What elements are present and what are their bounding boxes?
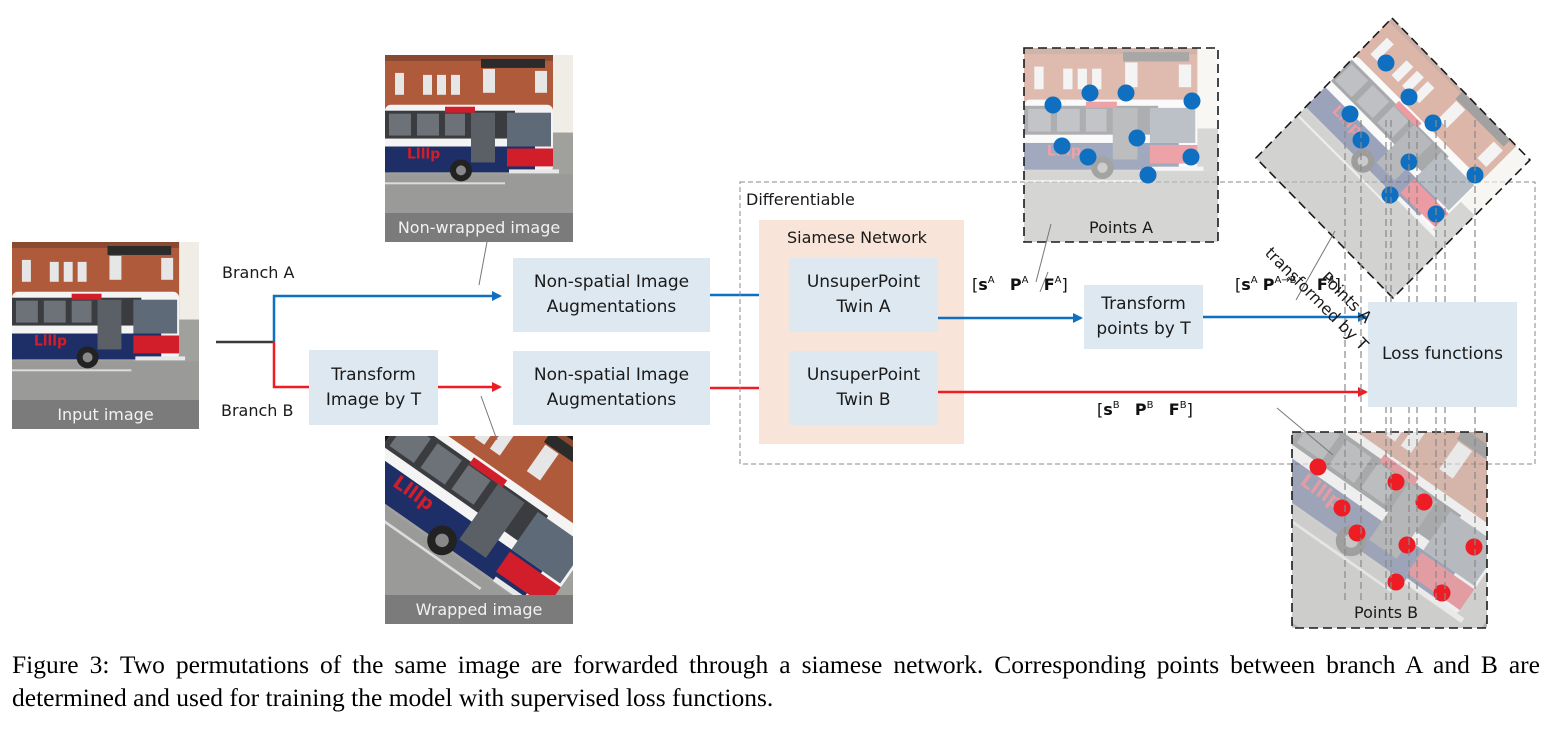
- input-image-caption-bar: Input image: [12, 400, 199, 429]
- points-a-panel: [1023, 47, 1219, 243]
- points-a-label: Points A: [1089, 218, 1154, 237]
- differentiable-label: Differentiable: [746, 190, 855, 209]
- points-b-panel: [1291, 431, 1488, 629]
- twin-b-box: UnsuperPoint Twin B: [789, 351, 938, 425]
- point-b-9: [1433, 584, 1451, 602]
- vec-a-s: s: [978, 275, 988, 294]
- transform-image-box: Transform Image by T: [309, 350, 438, 425]
- vec-at-f-sup: A: [1327, 275, 1335, 286]
- vec-a-p: P: [1009, 275, 1022, 294]
- vec-b-f-sup: B: [1179, 400, 1187, 411]
- vec-at-s-sup: A: [1250, 275, 1258, 286]
- input-image-caption: Input image: [12, 400, 199, 429]
- leader-vec-a: [1039, 271, 1049, 293]
- point-b-3: [1333, 499, 1351, 517]
- leader-points-a: [1035, 223, 1052, 283]
- output-vector-a: [sA PA FA]: [972, 275, 1068, 294]
- twin-b-label: UnsuperPoint Twin B: [806, 365, 921, 410]
- vec-at-f: F: [1316, 275, 1328, 294]
- branch-a-label: Branch A: [222, 263, 295, 282]
- point-b-5: [1415, 493, 1433, 511]
- output-vector-b: [sB PB FB]: [1097, 400, 1193, 419]
- point-a-transformed-4: [1424, 114, 1442, 132]
- leader-points-a-transformed: [1295, 230, 1336, 301]
- vec-at-p: P: [1262, 275, 1275, 294]
- vec-at-p-sup: A→B: [1274, 275, 1297, 286]
- differentiable-region: [739, 181, 1536, 465]
- leader-wrapped: [480, 395, 498, 441]
- point-a-5: [1053, 137, 1071, 155]
- wrapped-caption-bar: Wrapped image: [385, 595, 573, 624]
- point-a-transformed-5: [1352, 131, 1370, 149]
- point-a-9: [1139, 166, 1157, 184]
- branch-a-line: [272, 291, 502, 342]
- point-b-1: [1309, 458, 1327, 476]
- loss-functions-box: Loss functions: [1368, 302, 1517, 407]
- point-a-3: [1117, 84, 1135, 102]
- vec-a-s-sup: A: [987, 275, 995, 286]
- vec-a-p-sup: A: [1021, 275, 1029, 286]
- points-b-label: Points B: [1354, 603, 1419, 622]
- transform-points-box: Transform points by T: [1084, 285, 1203, 349]
- point-a-8: [1182, 148, 1200, 166]
- point-a-6: [1079, 148, 1097, 166]
- vec-b-s: s: [1103, 400, 1113, 419]
- transform-image-label: Transform Image by T: [325, 364, 422, 410]
- augmentation-b-box: Non-spatial Image Augmentations: [513, 351, 710, 425]
- vec-b-p: P: [1134, 400, 1147, 419]
- augmentation-a-box: Non-spatial Image Augmentations: [513, 258, 710, 332]
- vec-a-f-sup: A: [1054, 275, 1062, 286]
- point-a-4: [1183, 92, 1201, 110]
- non-wrapped-caption-bar: Non-wrapped image: [385, 213, 573, 242]
- loss-functions-label: Loss functions: [1382, 344, 1503, 364]
- point-b-7: [1465, 538, 1483, 556]
- output-vector-a-transformed: [sA PA→B FA]: [1235, 275, 1341, 294]
- point-b-6: [1398, 536, 1416, 554]
- wrapped-image-caption: Wrapped image: [385, 595, 573, 624]
- diagram-canvas: Llllp: [12, 16, 1536, 629]
- wrapped-image: [385, 436, 573, 624]
- point-b-4: [1387, 473, 1405, 491]
- leader-points-b: [1276, 407, 1334, 456]
- twin-a-box: UnsuperPoint Twin A: [789, 258, 938, 332]
- point-a-1: [1044, 96, 1062, 114]
- point-a-transformed-1: [1377, 54, 1395, 72]
- correspondence-lines: [1344, 120, 1476, 600]
- point-a-transformed-8: [1381, 186, 1399, 204]
- twin-a-label: UnsuperPoint Twin A: [806, 272, 921, 317]
- vec-b-s-sup: B: [1112, 400, 1120, 411]
- point-a-transformed-6: [1400, 153, 1418, 171]
- branch-b-label: Branch B: [221, 401, 294, 420]
- vec-a-f: F: [1043, 275, 1055, 294]
- point-b-8: [1387, 573, 1405, 591]
- vec-b-p-sup: B: [1146, 400, 1154, 411]
- point-b-2: [1348, 524, 1366, 542]
- vec-at-s: s: [1241, 275, 1251, 294]
- point-a-transformed-2: [1400, 88, 1418, 106]
- augmentation-b-label: Non-spatial Image Augmentations: [533, 365, 690, 410]
- augmentation-a-label: Non-spatial Image Augmentations: [533, 272, 690, 317]
- point-a-7: [1128, 129, 1146, 147]
- vec-b-f: F: [1168, 400, 1180, 419]
- branch-b-line: [272, 342, 309, 389]
- non-wrapped-image-caption: Non-wrapped image: [385, 213, 573, 242]
- point-a-transformed-3: [1341, 105, 1359, 123]
- point-a-2: [1081, 84, 1099, 102]
- figure-caption: Figure 3: Two permutations of the same i…: [12, 650, 1540, 712]
- siamese-network-label: Siamese Network: [787, 228, 927, 247]
- transform-points-label: Transform points by T: [1096, 294, 1191, 339]
- leader-non-wrapped: [478, 241, 488, 286]
